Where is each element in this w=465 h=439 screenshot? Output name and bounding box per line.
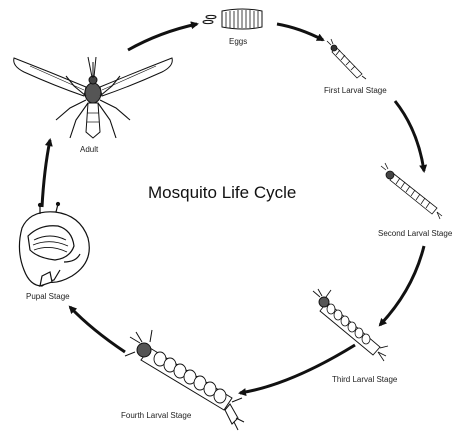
first-larval-illustration (327, 39, 366, 79)
label-fourth-larval-stage: Fourth Larval Stage (121, 411, 191, 420)
label-adult: Adult (80, 145, 98, 154)
label-first-larval-stage: First Larval Stage (324, 86, 387, 95)
diagram-title: Mosquito Life Cycle (148, 183, 296, 203)
adult-mosquito-illustration (14, 57, 173, 138)
arrow-first-to-second-larval (395, 101, 424, 171)
eggs-illustration (203, 9, 262, 29)
third-larval-illustration (313, 289, 388, 361)
arrow-second-to-third-larval (380, 246, 424, 325)
label-eggs: Eggs (229, 37, 247, 46)
label-pupal-stage: Pupal Stage (26, 292, 70, 301)
arrow-third-to-fourth-larval (240, 345, 355, 393)
arrow-eggs-to-first-larval (277, 24, 323, 40)
label-third-larval-stage: Third Larval Stage (332, 375, 397, 384)
arrow-pupal-to-adult (42, 140, 50, 207)
arrow-fourth-larval-to-pupal (70, 307, 125, 352)
second-larval-illustration (381, 163, 442, 219)
pupal-illustration (19, 203, 89, 287)
label-second-larval-stage: Second Larval Stage (378, 229, 452, 238)
arrow-adult-to-eggs (128, 24, 197, 50)
